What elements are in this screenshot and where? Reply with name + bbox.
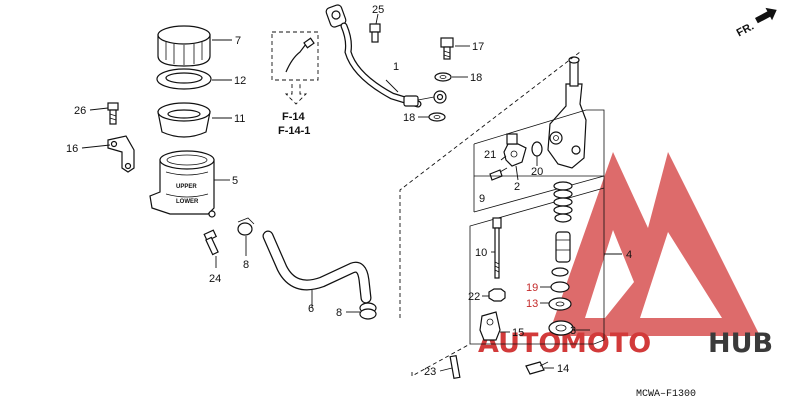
front-direction-indicator: FR. — [735, 7, 777, 39]
label-part-26: 26 — [74, 105, 86, 117]
reservoir-plate — [156, 68, 212, 90]
label-part-3: 3 — [570, 325, 576, 337]
reservoir-diaphragm — [157, 102, 211, 138]
label-part-17: 17 — [472, 41, 484, 53]
reservoir-tank: UPPER LOWER — [149, 150, 216, 218]
reservoir-cap — [157, 25, 211, 67]
reference-label-f141: F-14-1 — [278, 125, 310, 137]
label-part-7: 7 — [235, 35, 241, 47]
sealing-washer-lower — [428, 112, 446, 122]
reference-label-f14: F-14 — [282, 111, 306, 123]
label-part-8-lower: 8 — [336, 307, 342, 319]
label-part-1: 1 — [393, 61, 399, 73]
label-part-20: 20 — [531, 166, 543, 178]
label-part-6: 6 — [308, 303, 314, 315]
label-part-18-lower: 18 — [403, 112, 415, 124]
watermark-triangle-icon — [548, 152, 760, 336]
label-part-4: 4 — [626, 249, 632, 261]
front-direction-arrow-icon — [755, 7, 777, 24]
label-part-2: 2 — [514, 181, 520, 193]
watermark-text-moto: MOTO — [560, 328, 651, 359]
piston-spring — [553, 181, 573, 223]
reservoir-stay — [107, 135, 135, 173]
bolt-26 — [107, 102, 119, 125]
label-part-18-upper: 18 — [470, 72, 482, 84]
piston-kit-box — [473, 109, 605, 213]
reference-arrow-icon — [284, 84, 308, 105]
leader-lines — [81, 13, 622, 372]
label-part-13: 13 — [526, 298, 538, 310]
label-part-8-upper: 8 — [243, 259, 249, 271]
oil-bolt-17 — [440, 37, 454, 60]
cotter-pin-14 — [525, 361, 549, 375]
bolt-23 — [449, 354, 461, 380]
label-part-25: 25 — [372, 4, 384, 16]
reservoir-upper-mark: UPPER — [176, 184, 197, 190]
hose-clip-lower — [359, 302, 377, 320]
hose-joint — [503, 133, 527, 167]
bolt-25 — [369, 23, 381, 43]
label-part-21: 21 — [484, 149, 496, 161]
label-part-24: 24 — [209, 273, 221, 285]
sealing-washer-upper — [434, 72, 452, 82]
label-part-16: 16 — [66, 143, 78, 155]
part-labels: 7 12 11 5 16 26 24 8 6 8 1 25 17 18 18 2… — [66, 4, 632, 378]
push-rod-joint — [548, 320, 574, 336]
label-part-11: 11 — [234, 113, 245, 125]
lock-nut-22 — [488, 288, 506, 302]
label-part-5: 5 — [232, 175, 238, 187]
label-part-12: 12 — [234, 75, 246, 87]
o-ring-20 — [531, 141, 543, 157]
label-part-10: 10 — [475, 247, 487, 259]
label-part-19: 19 — [526, 282, 538, 294]
reservoir-hose — [262, 230, 372, 304]
label-part-9: 9 — [479, 193, 485, 205]
assembly-guide-lines — [399, 51, 581, 377]
hose-clip-upper — [237, 217, 255, 236]
master-cylinder-kit-box — [469, 176, 605, 345]
label-part-14: 14 — [557, 363, 569, 375]
reservoir-lower-mark: LOWER — [176, 199, 199, 205]
diagram-code: MCWA–F1300 — [636, 389, 696, 400]
reference-detail-box — [271, 31, 319, 105]
label-part-22: 22 — [468, 291, 480, 303]
label-part-23: 23 — [424, 366, 436, 378]
circlip-19 — [550, 267, 570, 293]
boot-13 — [548, 297, 572, 311]
screw-21 — [489, 167, 508, 181]
brake-hose — [325, 4, 447, 108]
push-rod — [492, 217, 502, 279]
bolt-24 — [203, 229, 219, 256]
front-direction-label: FR. — [735, 20, 756, 39]
label-part-15: 15 — [512, 327, 524, 339]
piston — [555, 231, 571, 263]
watermark-text-hub: HUB — [708, 328, 773, 359]
clevis-15 — [479, 311, 501, 341]
master-cylinder-body — [547, 56, 587, 169]
